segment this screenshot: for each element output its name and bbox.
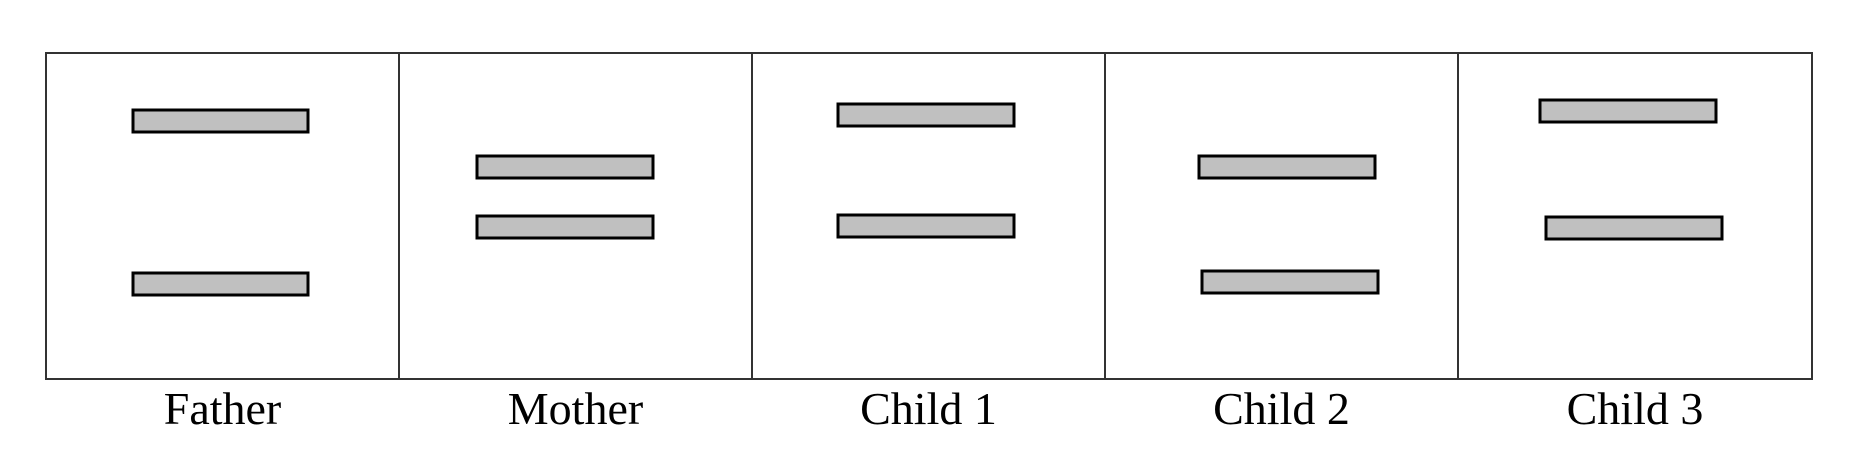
band [1538,98,1718,124]
band [1200,269,1380,295]
lane-child-3: Child 3 [1457,52,1813,434]
band [836,213,1016,239]
band [475,154,655,180]
band [836,102,1016,128]
band [1197,154,1377,180]
lane-father: Father [45,52,400,434]
lane-label-child-2: Child 2 [1213,383,1350,434]
band [1544,215,1724,241]
lane-label-father: Father [164,383,282,434]
band [131,271,310,297]
band [131,108,310,134]
lane-mother: Mother [398,52,753,434]
band [475,214,655,240]
lane-frame-child-2 [1104,52,1459,380]
lane-label-mother: Mother [508,383,643,434]
lane-child-2: Child 2 [1104,52,1459,434]
lane-frame-father [45,52,400,380]
lane-label-child-3: Child 3 [1567,383,1704,434]
lane-child-1: Child 1 [751,52,1106,434]
lane-label-child-1: Child 1 [860,383,997,434]
